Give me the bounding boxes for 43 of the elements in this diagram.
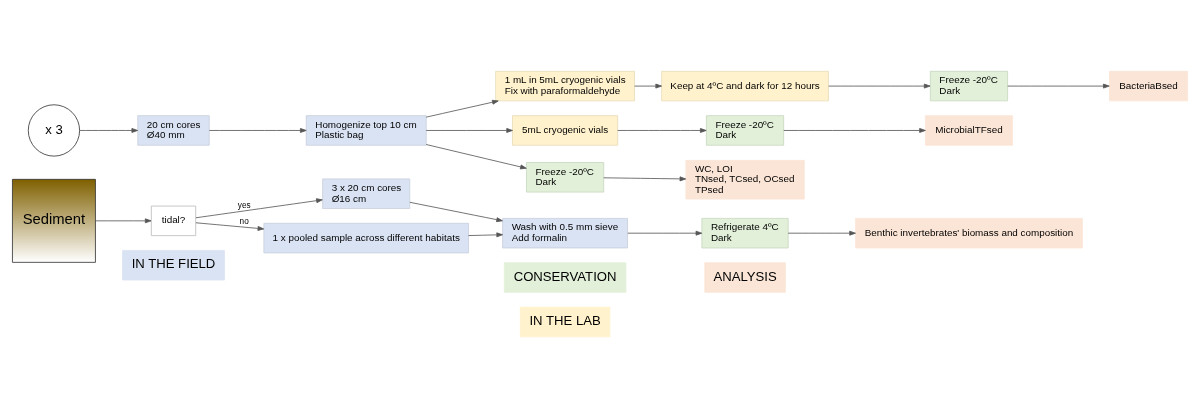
- node-box: 20 cm cores Ø40 mm: [137, 115, 210, 146]
- node-circle: x 3: [27, 104, 80, 157]
- edge-label: yes: [237, 200, 251, 210]
- node-box: Wash with 0.5 mm sieve Add formalin: [502, 217, 628, 249]
- arrow: [425, 99, 499, 118]
- node-box: Freeze -20ºC Dark: [929, 70, 1008, 102]
- node-box: tidal?: [150, 205, 197, 237]
- arrow: [79, 128, 139, 133]
- arrow: [1007, 83, 1110, 89]
- arrow: [617, 128, 707, 133]
- node-box: IN THE LAB: [519, 306, 611, 338]
- arrow: [425, 128, 513, 133]
- node-box: IN THE FIELD: [122, 250, 225, 281]
- node-box: Keep at 4ºC and dark for 12 hours: [661, 70, 829, 102]
- node-box: ANALYSIS: [704, 262, 786, 293]
- node-box: Benthic invertebrates' biomass and composition: [855, 217, 1083, 249]
- node-box: 5mL cryogenic vials: [512, 115, 619, 146]
- arrow: [627, 230, 703, 236]
- node-box: 1 mL in 5mL cryogenic vials Fix with paraformaldehyde: [495, 70, 635, 102]
- node-box: Homogenize top 10 cm Plastic bag: [305, 115, 427, 146]
- arrow: [828, 83, 931, 89]
- arrow: [634, 83, 662, 89]
- arrow: [195, 222, 265, 231]
- arrow: [409, 201, 503, 223]
- node-box: WC, LOI TNsed, TCsed, OCsed TPsed: [685, 160, 805, 200]
- edge-label: no: [239, 217, 249, 227]
- arrow: [95, 218, 152, 224]
- arrow: [468, 232, 503, 238]
- arrow: [425, 144, 527, 170]
- node-box: MicrobialTFsed: [925, 115, 1013, 146]
- arrow: [195, 198, 323, 219]
- arrow: [603, 176, 687, 182]
- node-box: CONSERVATION: [503, 262, 627, 293]
- arrow: [783, 128, 926, 133]
- arrow: [787, 230, 856, 236]
- node-box: BacteriaBsed: [1109, 70, 1188, 102]
- node-box: 1 x pooled sample across different habitats: [263, 222, 469, 254]
- node-box: Refrigerate 4ºC Dark: [701, 217, 789, 249]
- node-box: Freeze -20ºC Dark: [706, 115, 785, 146]
- arrow: [208, 128, 307, 133]
- node-box: Freeze -20ºC Dark: [526, 162, 605, 193]
- node-box: Sediment: [12, 178, 96, 263]
- node-box: 3 x 20 cm cores Ø16 cm: [322, 178, 411, 209]
